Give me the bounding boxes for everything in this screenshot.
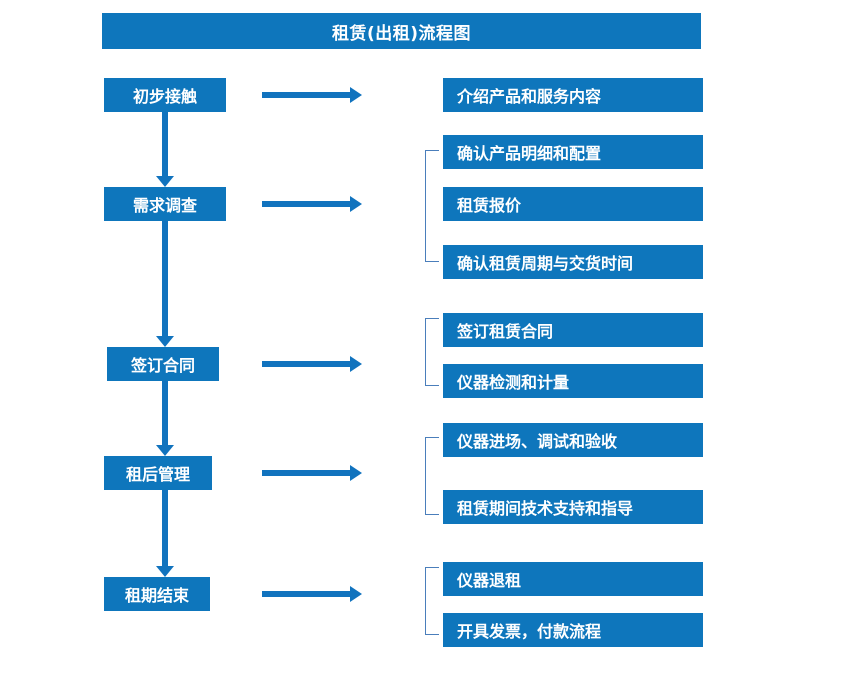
right-arrow-icon — [262, 196, 362, 212]
stage-box-qianding-hetong[interactable]: 签订合同 — [107, 347, 219, 381]
bracket-icon — [425, 318, 439, 386]
bracket-icon — [425, 567, 439, 635]
right-arrow-icon — [262, 87, 362, 103]
right-arrow-icon — [262, 356, 362, 372]
down-arrow-icon — [156, 112, 174, 187]
detail-box-yiqi-jiance-jiliang[interactable]: 仪器检测和计量 — [443, 364, 703, 398]
detail-box-queren-zulin-zhouqi[interactable]: 确认租赁周期与交货时间 — [443, 245, 703, 279]
stage-box-chubu-jiechu[interactable]: 初步接触 — [104, 78, 226, 112]
stage-box-zuhou-guanli[interactable]: 租后管理 — [104, 456, 212, 490]
detail-box-zulin-baojia[interactable]: 租赁报价 — [443, 187, 703, 221]
page-title: 租赁(出租)流程图 — [102, 13, 701, 49]
detail-box-jieshao-chanpin[interactable]: 介绍产品和服务内容 — [443, 78, 703, 112]
bracket-icon — [425, 150, 439, 262]
stage-box-xuqiu-diaocha[interactable]: 需求调查 — [104, 187, 226, 221]
down-arrow-icon — [156, 221, 174, 347]
stage-box-zuqi-jieshu[interactable]: 租期结束 — [104, 577, 210, 611]
detail-box-qianding-zulin-hetong[interactable]: 签订租赁合同 — [443, 313, 703, 347]
detail-box-queren-chanpin-mingxi[interactable]: 确认产品明细和配置 — [443, 135, 703, 169]
detail-box-yiqi-tuizu[interactable]: 仪器退租 — [443, 562, 703, 596]
right-arrow-icon — [262, 586, 362, 602]
detail-box-yiqi-jinchang-tiaoshi[interactable]: 仪器进场、调试和验收 — [443, 423, 703, 457]
down-arrow-icon — [156, 490, 174, 577]
right-arrow-icon — [262, 465, 362, 481]
down-arrow-icon — [156, 381, 174, 456]
bracket-icon — [425, 437, 439, 515]
detail-box-zulin-qijian-jishu-zhichi[interactable]: 租赁期间技术支持和指导 — [443, 490, 703, 524]
detail-box-kaiju-fapiao-fukuan[interactable]: 开具发票，付款流程 — [443, 613, 703, 647]
